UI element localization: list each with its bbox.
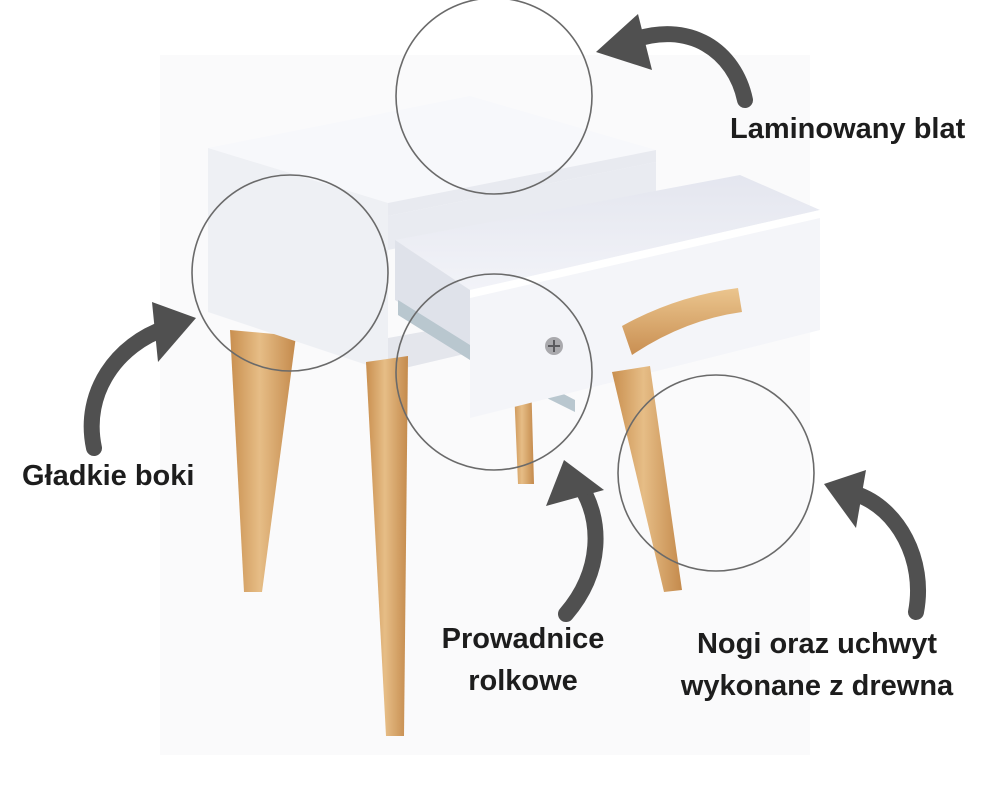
arrow-middle-icon xyxy=(546,460,604,622)
magnifier-circles xyxy=(191,0,815,572)
drawer-side xyxy=(395,240,470,345)
magnifier-leg xyxy=(617,374,815,572)
callout-line: wykonane z drewna xyxy=(680,670,954,703)
drawer-front-top xyxy=(470,210,820,298)
callout-smooth-sides: Gładkie boki xyxy=(22,455,194,497)
top-front-edge xyxy=(388,150,656,216)
arrow-right-icon xyxy=(824,470,927,620)
arrow-left-icon xyxy=(83,302,196,456)
callout-laminated-top: Laminowany blat xyxy=(730,108,965,150)
callout-text: Gładkie boki xyxy=(22,460,195,492)
callout-line: rolkowe xyxy=(468,665,578,698)
magnifier-side xyxy=(191,174,389,372)
drawer-front xyxy=(470,210,820,418)
callout-wooden-legs: Nogi oraz uchwyt wykonane z drewna xyxy=(668,623,966,707)
callout-roller-runners: Prowadnice rolkowe xyxy=(425,618,621,702)
drawer xyxy=(395,175,820,418)
magnifier-rails xyxy=(395,273,593,471)
callout-arrows xyxy=(83,14,927,622)
drawer-handle xyxy=(622,288,742,355)
drawer-inside xyxy=(395,175,820,290)
callout-text: Laminowany blat xyxy=(730,113,966,145)
callout-line: Nogi oraz uchwyt xyxy=(696,628,938,660)
callout-line: Prowadnice xyxy=(441,623,605,655)
tabletop xyxy=(208,96,656,203)
front-legs xyxy=(366,356,682,736)
body-front xyxy=(388,162,656,250)
side-panel xyxy=(208,148,388,372)
arrow-top-icon xyxy=(596,14,753,108)
magnifier-top xyxy=(395,0,593,195)
